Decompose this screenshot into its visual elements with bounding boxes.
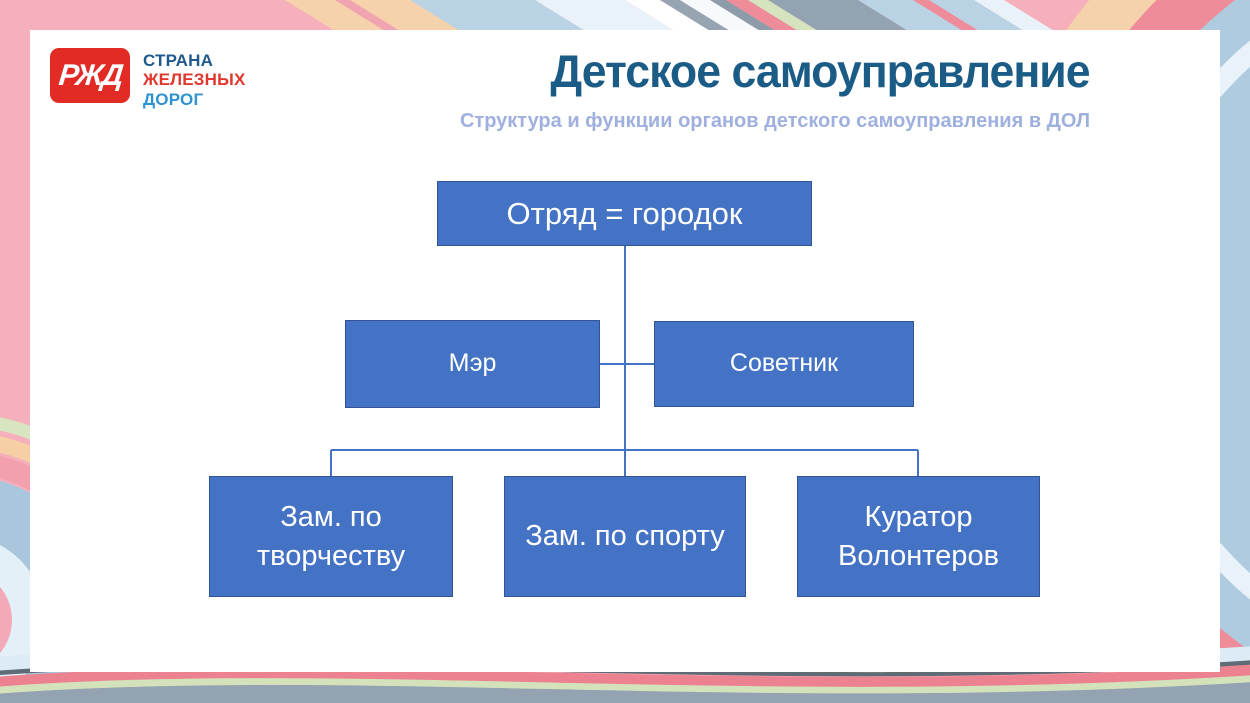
org-node-advisor: Советник — [654, 321, 914, 407]
slide-subtitle: Структура и функции органов детского сам… — [459, 110, 1091, 132]
org-node-volunteer-curator: Куратор Волонтеров — [797, 476, 1040, 597]
org-node-volunteer-curator-label: Куратор Волонтеров — [838, 500, 999, 572]
org-node-advisor-label: Советник — [729, 349, 839, 378]
org-node-root-label: Отряд = городок — [506, 195, 743, 231]
org-node-mayor-label: Мэр — [448, 349, 497, 378]
org-node-deputy-creative: Зам. по творчеству — [209, 476, 453, 597]
org-node-mayor: Мэр — [345, 320, 600, 408]
slide-title: Детское самоуправление — [550, 45, 1090, 97]
org-node-deputy-sport: Зам. по спорту — [504, 476, 746, 597]
org-node-deputy-creative-label: Зам. по творчеству — [256, 500, 406, 572]
rzd-monogram: РЖД — [57, 58, 123, 92]
brand-text: СТРАНА ЖЕЛЕЗНЫХ ДОРОГ — [143, 51, 245, 109]
rzd-logo-mark: РЖД — [50, 48, 130, 103]
top-stripes — [285, 0, 1059, 34]
rzd-logo: РЖД СТРАНА ЖЕЛЕЗНЫХ ДОРОГ — [50, 48, 245, 109]
org-node-deputy-sport-label: Зам. по спорту — [525, 520, 725, 553]
brand-line-1: СТРАНА — [143, 51, 214, 70]
brand-line-3: ДОРОГ — [143, 89, 204, 109]
org-node-root: Отряд = городок — [437, 181, 812, 246]
brand-line-2: ЖЕЛЕЗНЫХ — [143, 70, 246, 90]
